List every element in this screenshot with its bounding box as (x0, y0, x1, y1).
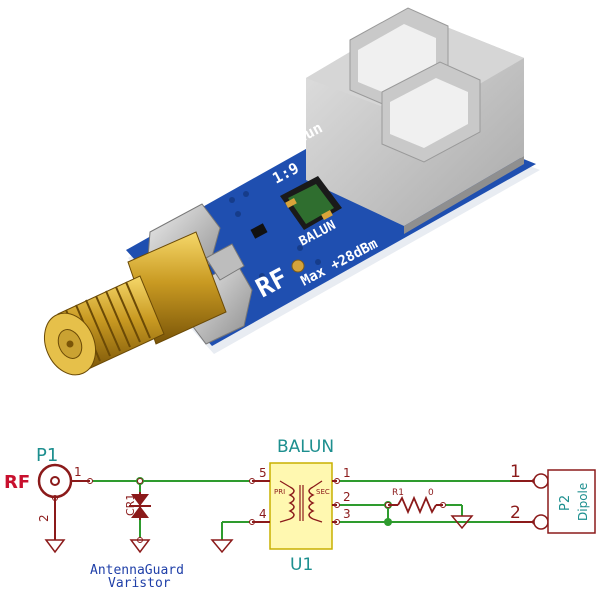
pin1-label: 1 (343, 466, 351, 480)
p1-pin1: 1 (74, 465, 82, 479)
via-pad (291, 259, 305, 273)
pin4-label: 4 (259, 507, 267, 521)
cr1-varistor (129, 492, 151, 520)
balun-chip (280, 176, 342, 230)
wires (54, 480, 535, 540)
pin5-label: 5 (259, 466, 267, 480)
u1-ref: U1 (290, 555, 313, 575)
sec-label: SEC (316, 488, 330, 496)
rf-label: RF (4, 472, 30, 493)
pin2-label: 2 (343, 490, 351, 504)
p1-pin2: 2 (37, 514, 51, 522)
ground-symbol (44, 515, 474, 554)
p1-connector (37, 463, 90, 540)
p2-ref: P2 (558, 495, 573, 511)
sma-connector (44, 231, 227, 376)
pri-label: PRI (274, 488, 285, 496)
r1-value: 0 (428, 488, 434, 498)
p2-name: Dipole (576, 483, 590, 521)
p2-connector (510, 469, 596, 534)
varistor-line2: Varistor (108, 576, 171, 591)
p2-pin2: 2 (510, 503, 521, 523)
u1-balun-box (252, 462, 337, 550)
p2-pin1: 1 (510, 462, 521, 482)
varistor-line1: AntennaGuard (90, 563, 184, 578)
r1-resistor (388, 495, 443, 515)
pin3-label: 3 (343, 507, 351, 521)
r1-ref: R1 (392, 488, 404, 498)
balun-board-photo: Antenna Balun 1:9 BALUN RF Max +28dBm (44, 7, 540, 376)
terminal-block (306, 7, 524, 234)
smd-capacitor (250, 223, 268, 239)
cr1-ref: CR1 (124, 494, 137, 516)
balun-title: BALUN (277, 437, 334, 457)
p1-ref: P1 (36, 445, 58, 466)
